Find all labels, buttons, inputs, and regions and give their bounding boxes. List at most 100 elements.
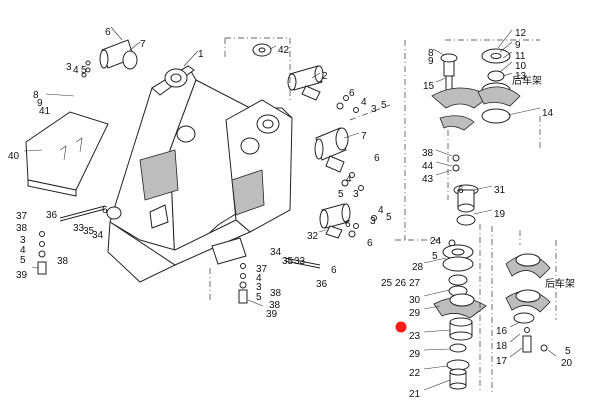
callout-29: 29 xyxy=(409,308,421,319)
callout-5: 5 xyxy=(381,100,387,111)
callout-5: 5 xyxy=(20,255,26,266)
pin-7 xyxy=(99,39,138,70)
leader-lines xyxy=(23,26,557,391)
callout-8: 8 xyxy=(33,90,39,101)
callout-23: 23 xyxy=(409,331,421,342)
callout-9: 9 xyxy=(37,98,43,109)
callout-7: 7 xyxy=(140,39,146,50)
callout-30: 30 xyxy=(409,295,421,306)
callout-6: 6 xyxy=(105,27,111,38)
rear-frame-label-upper: 后车架 xyxy=(512,74,542,87)
callout-6: 6 xyxy=(331,265,337,276)
callout-6: 6 xyxy=(349,88,355,99)
callout-17: 17 xyxy=(496,356,508,367)
callout-4: 4 xyxy=(378,205,384,216)
callout-42: 42 xyxy=(278,45,290,56)
upper-hinge-assembly xyxy=(431,48,521,131)
callout-28: 28 xyxy=(412,262,424,273)
rear-frame-bracket xyxy=(505,253,551,324)
callout-3: 3 xyxy=(371,104,377,115)
callout-22: 22 xyxy=(409,368,421,379)
callout-12: 12 xyxy=(515,28,527,39)
callout-24: 24 xyxy=(430,236,442,247)
callout-4: 4 xyxy=(256,273,262,284)
callout-4: 4 xyxy=(361,97,367,108)
callout-39: 39 xyxy=(266,309,278,320)
callout-8: 8 xyxy=(428,48,434,59)
pin-2 xyxy=(287,65,324,101)
callout-6: 6 xyxy=(102,205,108,216)
front-frame-part-1 xyxy=(106,65,293,283)
highlight-marker xyxy=(395,321,407,333)
callout-4: 4 xyxy=(346,174,352,185)
callout-38: 38 xyxy=(16,223,28,234)
fastener-stacks xyxy=(37,60,548,353)
cover-plate-40 xyxy=(25,111,109,197)
callout-9: 9 xyxy=(428,56,434,67)
callout-34: 34 xyxy=(270,247,282,258)
callout-6: 6 xyxy=(374,153,380,164)
callout-18: 18 xyxy=(496,341,508,352)
rod-36-left xyxy=(59,205,106,222)
callout-6: 6 xyxy=(367,238,373,249)
rod-36-right xyxy=(284,257,321,269)
callout-3: 3 xyxy=(353,189,359,200)
callout-37: 37 xyxy=(256,264,268,275)
callout-35: 35 xyxy=(282,256,294,267)
callout-5: 5 xyxy=(256,292,262,303)
callout-40: 40 xyxy=(8,151,20,162)
callout-7: 7 xyxy=(361,131,367,142)
callout-29: 29 xyxy=(409,349,421,360)
callout-31: 31 xyxy=(494,185,506,196)
callout-3: 3 xyxy=(370,216,376,227)
pin-7-mid xyxy=(314,127,349,173)
callout-36: 36 xyxy=(46,210,58,221)
callout-35: 35 xyxy=(83,226,95,237)
callout-33: 33 xyxy=(294,256,306,267)
callout-26: 26 xyxy=(395,278,407,289)
callout-21: 21 xyxy=(409,389,421,400)
callout-5: 5 xyxy=(565,346,571,357)
callout-11: 11 xyxy=(515,51,526,62)
callout-39: 39 xyxy=(16,270,28,281)
callout-5: 5 xyxy=(432,251,438,262)
callout-20: 20 xyxy=(561,358,573,369)
callout-37: 37 xyxy=(16,211,28,222)
callout-6: 6 xyxy=(458,185,464,196)
callout-1: 1 xyxy=(198,49,204,60)
callout-34: 34 xyxy=(92,230,104,241)
callout-36: 36 xyxy=(316,279,328,290)
callout-3: 3 xyxy=(66,62,72,73)
callout-3: 3 xyxy=(256,282,262,293)
callout-44: 44 xyxy=(422,161,434,172)
callout-10: 10 xyxy=(515,61,527,72)
callout-38: 38 xyxy=(270,288,282,299)
callout-38: 38 xyxy=(269,300,281,311)
callout-13: 13 xyxy=(515,71,527,82)
callout-43: 43 xyxy=(422,174,434,185)
callout-5: 5 xyxy=(386,212,392,223)
pin-32 xyxy=(319,203,351,239)
callout-16: 16 xyxy=(496,326,508,337)
callout-14: 14 xyxy=(542,108,554,119)
callout-33: 33 xyxy=(73,223,85,234)
callout-25: 25 xyxy=(381,278,393,289)
callout-27: 27 xyxy=(409,278,421,289)
rear-frame-label-lower: 后车架 xyxy=(545,277,575,290)
callout-3: 3 xyxy=(20,235,26,246)
callout-4: 4 xyxy=(73,65,79,76)
callout-4: 4 xyxy=(20,245,26,256)
callout-5: 5 xyxy=(338,189,344,200)
callout-19: 19 xyxy=(494,209,506,220)
callout-38: 38 xyxy=(57,256,69,267)
callout-32: 32 xyxy=(307,231,319,242)
callout-38: 38 xyxy=(422,148,434,159)
lower-hinge-assembly xyxy=(433,184,487,390)
callout-15: 15 xyxy=(423,81,435,92)
washer-42 xyxy=(252,43,272,57)
callout-2: 2 xyxy=(322,71,328,82)
callout-9: 9 xyxy=(515,40,521,51)
